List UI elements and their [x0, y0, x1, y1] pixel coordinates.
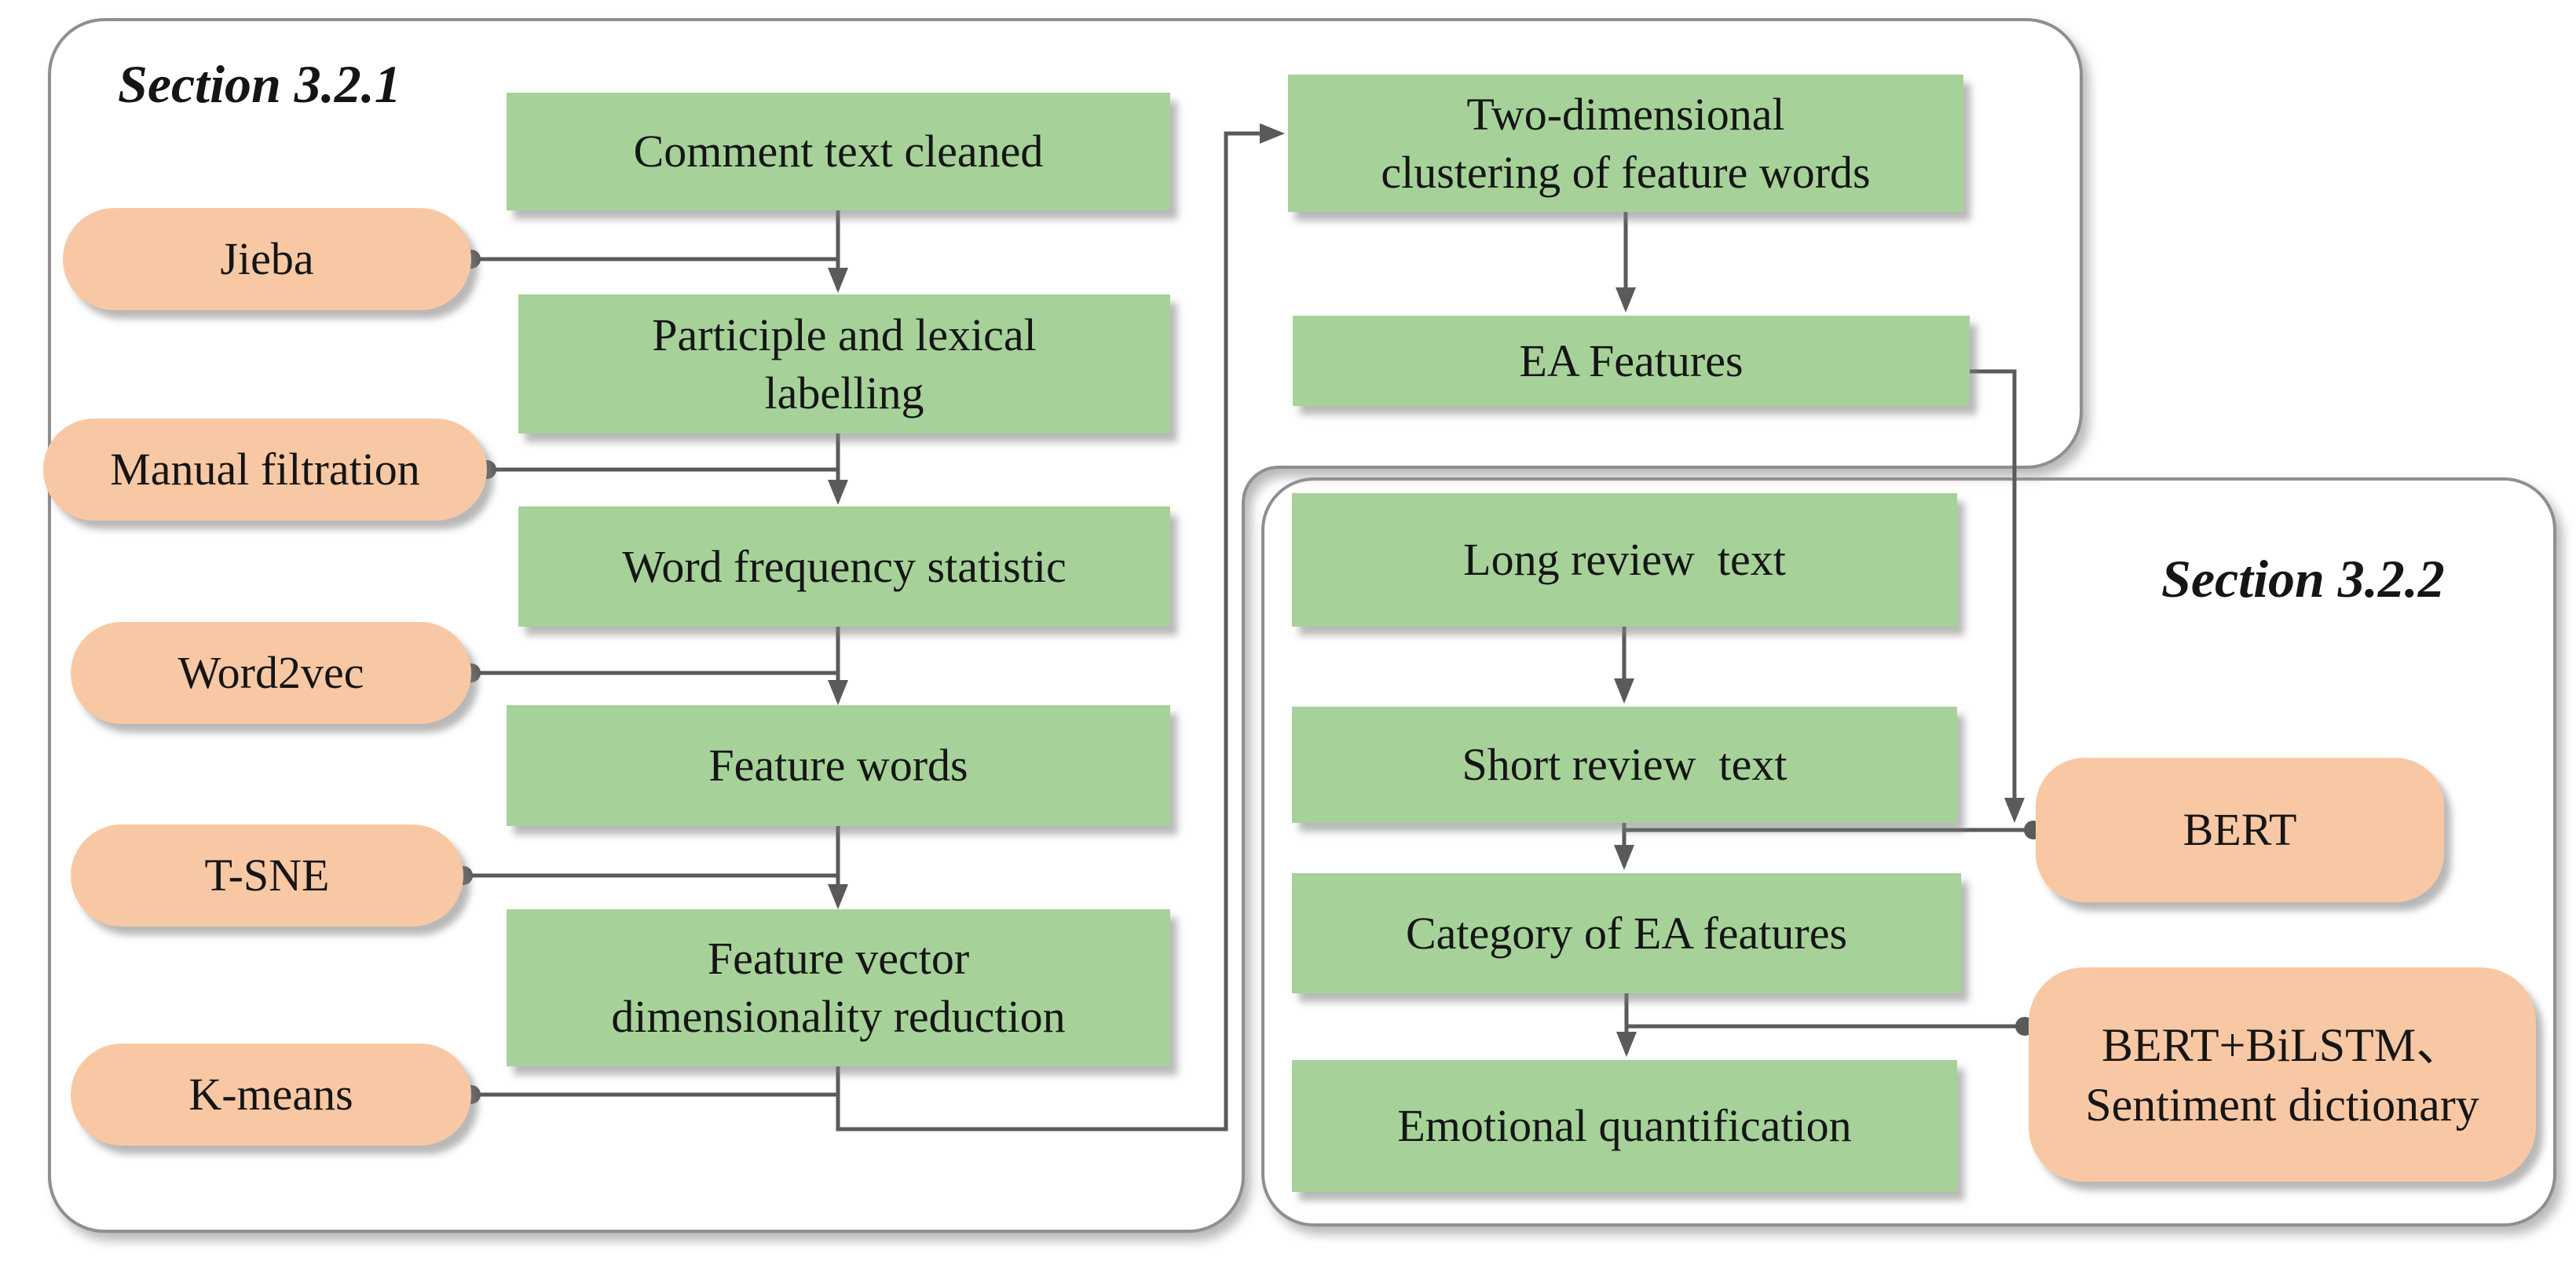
box-long-review-text: Long review text — [1292, 493, 1957, 627]
section-1-label: Section 3.2.1 — [118, 54, 401, 114]
arrow-featurewords-to-featurevector — [828, 826, 848, 909]
arrow-category-to-emotional — [1616, 993, 2034, 1057]
connector-eafeatures-to-bert-junction — [1970, 369, 2025, 823]
arrow-comment-to-participle — [828, 210, 848, 293]
arrow-wordfreq-to-featurewords — [828, 627, 848, 705]
connector-featurevector-to-twodim — [836, 123, 1285, 1132]
pill-manual-filtration: Manual filtration — [43, 419, 487, 521]
pill-bert-bilstm-sentiment-dictionary: BERT+BiLSTM、 Sentiment dictionary — [2029, 967, 2536, 1182]
box-category-of-ea-features: Category of EA features — [1292, 873, 1961, 993]
connector-manual-filtration — [478, 460, 838, 479]
connector-tsne — [454, 866, 838, 885]
connector-word2vec — [462, 664, 838, 682]
arrow-longreview-to-shortreview — [1614, 627, 1634, 704]
section-2-label: Section 3.2.2 — [2161, 549, 2445, 609]
box-feature-vector-dimensionality-reduction: Feature vector dimensionality reduction — [507, 909, 1170, 1066]
box-emotional-quantification: Emotional quantification — [1292, 1060, 1957, 1192]
arrow-participle-to-wordfreq — [828, 432, 848, 505]
pill-word2vec: Word2vec — [71, 622, 471, 724]
connector-jieba — [462, 250, 838, 269]
pill-bert: BERT — [2036, 758, 2444, 902]
connector-kmeans — [462, 1085, 838, 1104]
box-comment-text-cleaned: Comment text cleaned — [507, 93, 1170, 210]
box-participle-lexical-labelling: Participle and lexical labelling — [518, 294, 1170, 433]
pill-jieba: Jieba — [63, 208, 471, 310]
box-ea-features: EA Features — [1293, 316, 1970, 406]
pill-kmeans: K-means — [71, 1044, 471, 1146]
arrow-shortreview-to-category — [1614, 821, 2043, 870]
box-feature-words: Feature words — [507, 705, 1170, 826]
box-short-review-text: Short review text — [1292, 707, 1957, 823]
pill-tsne: T-SNE — [71, 824, 463, 927]
arrow-twodim-to-eafeatures — [1615, 212, 1636, 313]
box-two-dimensional-clustering: Two-dimensional clustering of feature wo… — [1288, 75, 1963, 212]
box-word-frequency-statistic: Word frequency statistic — [518, 506, 1170, 627]
